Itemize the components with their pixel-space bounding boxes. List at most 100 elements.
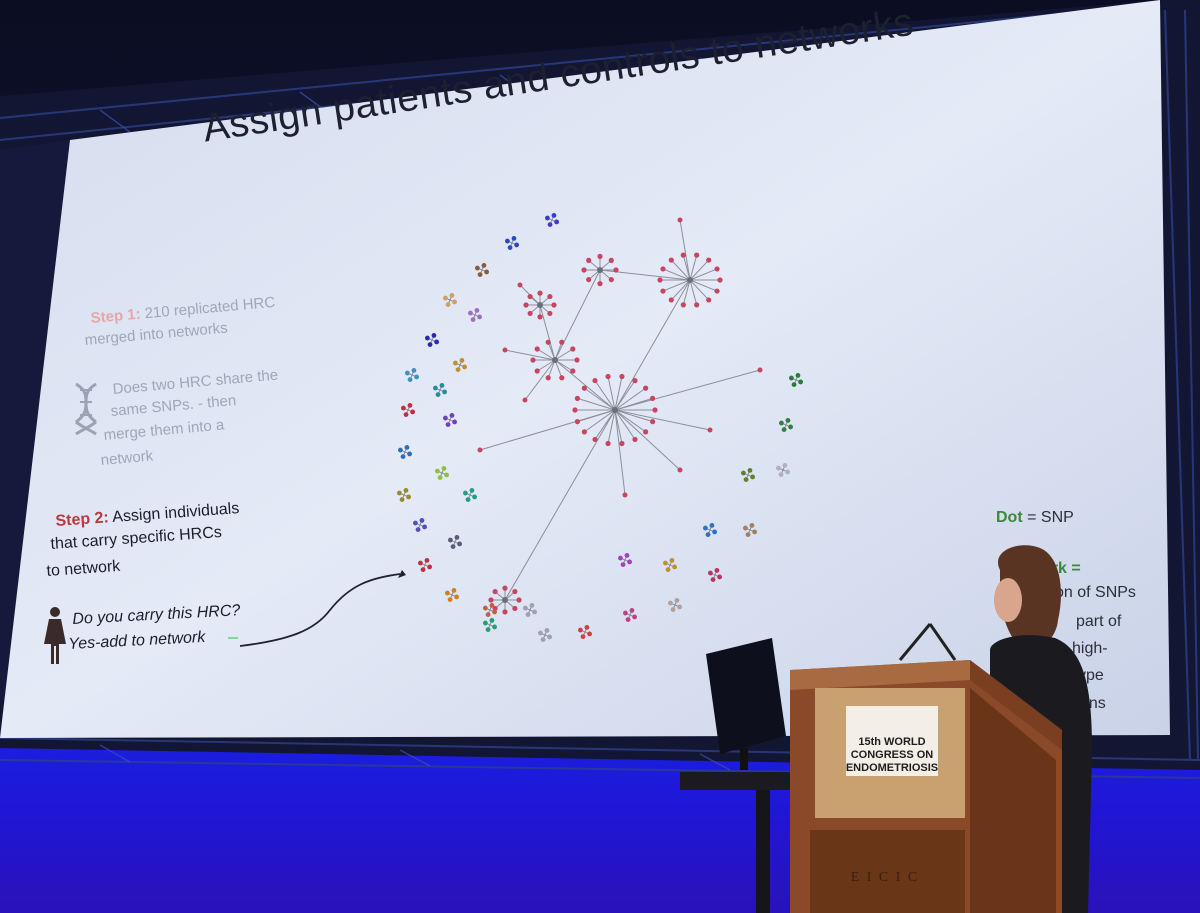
network-edge	[577, 409, 616, 423]
network-node	[597, 253, 603, 259]
network-node	[485, 627, 491, 633]
network-node	[462, 364, 468, 370]
network-node	[400, 405, 406, 411]
network-edge	[662, 279, 691, 292]
network-node	[552, 357, 558, 363]
network-node	[672, 564, 678, 570]
network-edge	[594, 380, 616, 411]
network-edge	[662, 268, 691, 281]
network-node	[757, 367, 763, 373]
network-node	[608, 277, 614, 283]
network-node	[470, 317, 476, 323]
network-node	[447, 597, 453, 603]
network-node	[714, 288, 720, 294]
network-node	[740, 470, 746, 476]
network-node	[437, 475, 443, 481]
network-node	[525, 612, 531, 618]
network-edge	[584, 409, 616, 433]
network-node	[523, 302, 529, 308]
network-node	[397, 447, 403, 453]
network-node	[747, 467, 753, 473]
network-node	[670, 607, 676, 613]
network-node	[632, 436, 638, 443]
legend-dot: Dot = SNP	[996, 509, 1074, 527]
network-edge	[594, 409, 616, 440]
network-edge	[524, 359, 556, 401]
legend-fragment-1: on of SNPs	[1055, 584, 1136, 601]
network-node	[527, 293, 533, 300]
network-node	[407, 377, 413, 383]
network-node	[574, 357, 580, 363]
network-node	[680, 302, 686, 308]
network-edge	[554, 359, 563, 378]
network-edge	[554, 359, 574, 372]
network-node	[667, 600, 673, 606]
network-node	[482, 605, 488, 611]
network-node	[791, 382, 797, 388]
network-node	[619, 373, 625, 380]
side-table	[680, 772, 790, 913]
network-edge	[539, 304, 556, 361]
network-node	[452, 419, 458, 425]
network-node	[492, 609, 498, 615]
network-node	[545, 375, 551, 381]
network-node	[400, 454, 406, 460]
network-edge	[614, 380, 636, 411]
network-node	[749, 522, 755, 528]
network-node	[680, 252, 686, 258]
network-node	[632, 614, 638, 620]
network-node	[534, 346, 540, 352]
network-edge	[504, 409, 616, 601]
network-edge	[547, 359, 556, 378]
network-node	[652, 407, 658, 413]
network-node	[745, 532, 751, 538]
network-node	[627, 559, 633, 565]
network-edge	[607, 376, 616, 411]
network-edge	[679, 219, 691, 281]
podium-sign-line1: 15th WORLD	[858, 736, 926, 748]
network-node	[559, 375, 565, 381]
network-node	[449, 292, 455, 298]
network-edge	[614, 397, 653, 411]
network-edge	[614, 279, 691, 411]
network-node	[427, 564, 433, 570]
network-edge	[689, 279, 698, 305]
network-node	[750, 474, 756, 480]
network-node	[522, 605, 528, 611]
podium-sign	[846, 706, 938, 776]
network-node	[512, 588, 518, 595]
network-node	[547, 310, 553, 317]
network-node	[511, 235, 517, 241]
network-node	[403, 412, 409, 418]
network-node	[559, 339, 565, 345]
network-node	[411, 367, 417, 373]
network-node	[643, 385, 649, 391]
network-edge	[584, 387, 616, 411]
network-node	[545, 339, 551, 345]
network-node	[649, 395, 656, 401]
network-node	[507, 245, 513, 251]
network-node	[540, 637, 546, 643]
network-node	[419, 517, 425, 523]
network-node	[502, 597, 508, 603]
network-node	[442, 389, 448, 395]
network-node	[743, 477, 749, 483]
network-node	[452, 360, 458, 366]
network-node	[424, 335, 430, 341]
network-edge	[554, 348, 574, 361]
network-node	[415, 527, 421, 533]
network-node	[485, 612, 491, 618]
network-node	[706, 297, 712, 303]
network-node	[778, 472, 784, 478]
network-node	[551, 212, 557, 218]
network-node	[445, 422, 451, 428]
network-node	[489, 602, 495, 608]
network-node	[709, 522, 715, 528]
network-node	[410, 409, 416, 415]
network-node	[597, 281, 603, 287]
network-node	[788, 375, 794, 381]
network-node	[612, 407, 618, 413]
network-node	[622, 610, 628, 616]
network-node	[643, 429, 649, 435]
network-edge	[614, 409, 623, 444]
